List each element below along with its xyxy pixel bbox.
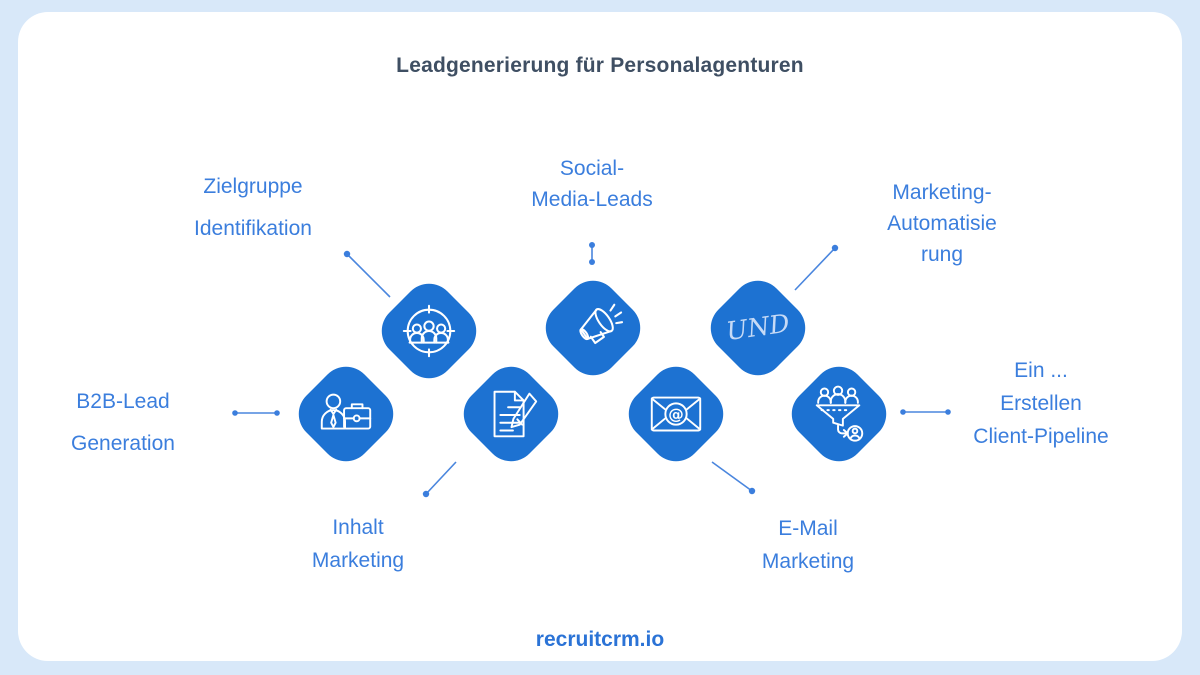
brand-footer: recruitcrm.io [535,628,665,651]
label-social: Social- Media-Leads [531,157,653,211]
envelope-at-icon: @ [645,383,707,445]
label-email: E-Mail Marketing [761,517,855,573]
node-automation: UND [700,270,816,386]
page-title: Leadgenerierung für Personalagenturen [396,54,804,77]
und-script-text: UND [727,297,789,359]
svg-text:@: @ [668,405,684,423]
label-pipeline: Ein ... Erstellen Client-Pipeline [973,359,1109,448]
node-zielgruppe [371,273,487,389]
node-social [535,270,651,386]
und-text: UND [727,308,789,346]
lead-funnel-icon [808,383,870,445]
node-b2b [288,356,404,472]
node-pipeline [781,356,897,472]
businessperson-briefcase-icon [315,383,377,445]
label-b2b: B2B-Lead Generation [71,390,175,455]
megaphone-icon [562,297,624,359]
document-pen-icon [480,383,542,445]
target-audience-icon [398,300,460,362]
label-zielgruppe: Zielgruppe Identifikation [194,175,312,240]
node-email: @ [618,356,734,472]
node-content [453,356,569,472]
label-content: Inhalt Marketing [311,516,405,572]
label-automation: Marketing- Automatisie rung [887,181,997,266]
